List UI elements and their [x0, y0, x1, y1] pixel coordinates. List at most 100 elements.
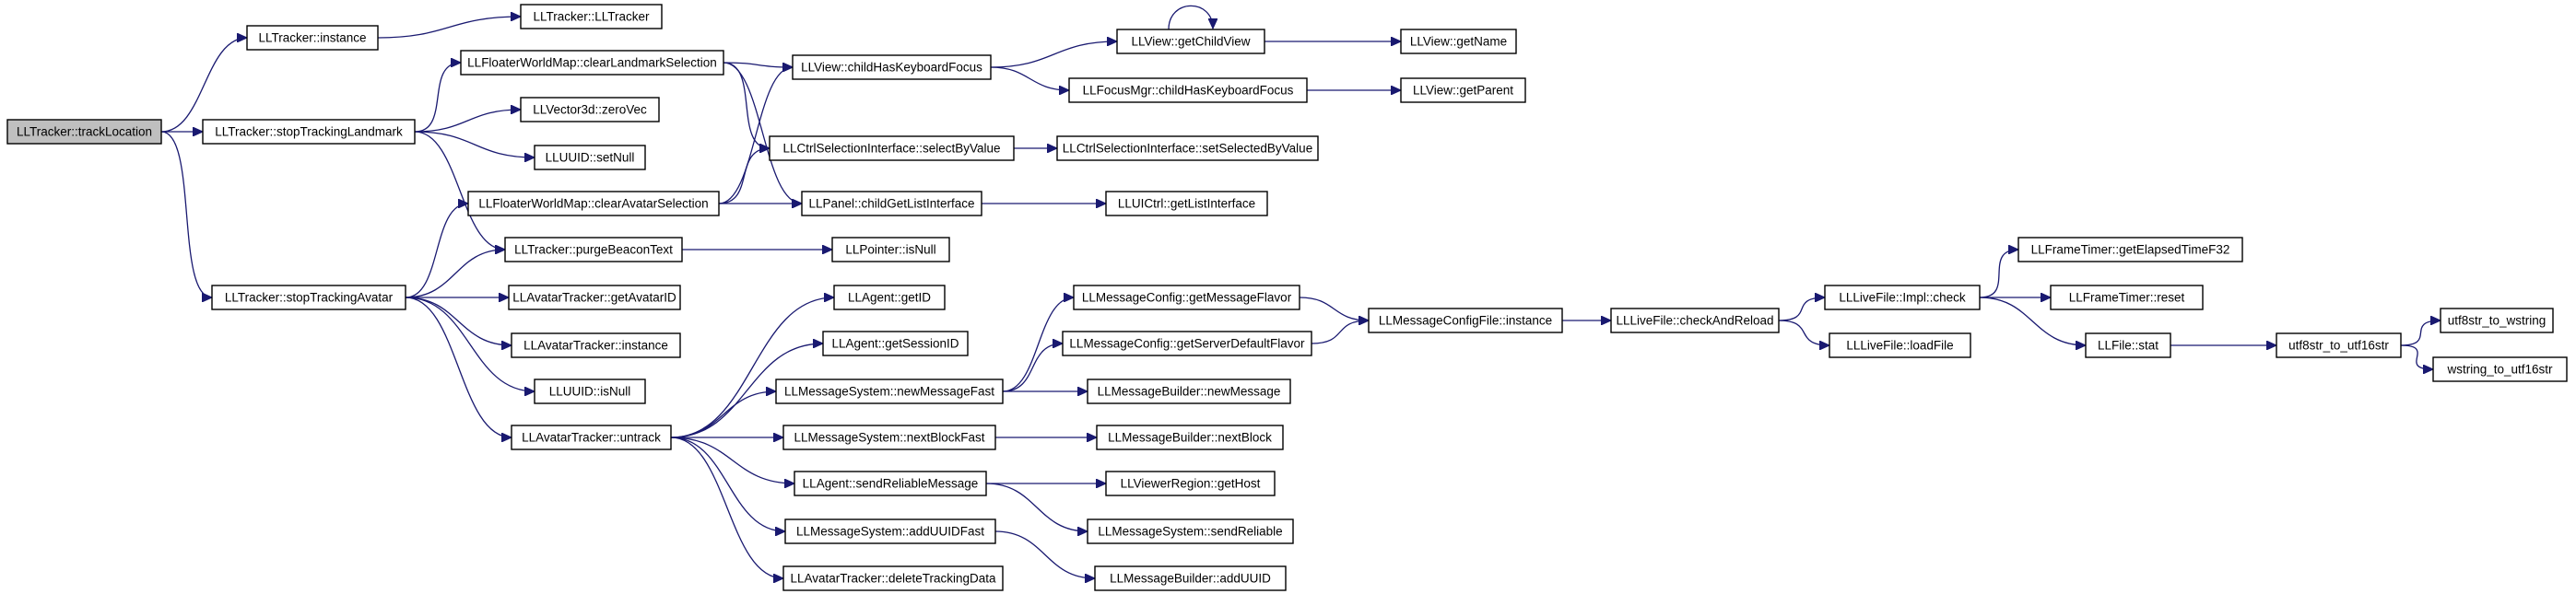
- node-box: [1116, 29, 1265, 54]
- node-box: [211, 285, 406, 310]
- node-label: LLPointer::isNull: [845, 243, 935, 257]
- node-box: [833, 285, 946, 310]
- edge-instance-to-ctor: [377, 17, 521, 39]
- node-label: LLUUID::setNull: [546, 151, 635, 165]
- node-addUUIDFast[interactable]: LLMessageSystem::addUUIDFast: [784, 518, 996, 544]
- node-box: [782, 565, 1004, 591]
- node-elapsedF32[interactable]: LLFrameTimer::getElapsedTimeF32: [2017, 237, 2243, 262]
- node-trackLocation[interactable]: LLTracker::trackLocation: [6, 119, 162, 145]
- node-label: LLMessageSystem::newMessageFast: [784, 385, 994, 399]
- node-label: LLView::childHasKeyboardFocus: [801, 61, 982, 75]
- edge-untrack-to-newMsgFast: [670, 391, 776, 438]
- node-label: LLTracker::instance: [258, 31, 366, 45]
- node-label: LLMessageConfig::getServerDefaultFlavor: [1069, 337, 1305, 351]
- edge-stopLandmark-to-zeroVec: [414, 110, 521, 133]
- node-clearLandmarkSel[interactable]: LLFloaterWorldMap::clearLandmarkSelectio…: [460, 50, 724, 76]
- node-newMessage[interactable]: LLMessageBuilder::newMessage: [1087, 379, 1291, 404]
- node-fileStat[interactable]: LLFile::stat: [2085, 332, 2171, 358]
- node-ptrIsNull[interactable]: LLPointer::isNull: [831, 237, 950, 262]
- node-label: LLMessageBuilder::nextBlock: [1108, 431, 1272, 445]
- node-label: LLFile::stat: [2098, 339, 2158, 353]
- node-childGetList[interactable]: LLPanel::childGetListInterface: [801, 191, 982, 216]
- node-box: [1400, 77, 1526, 103]
- node-focusMgrChild[interactable]: LLFocusMgr::childHasKeyboardFocus: [1068, 77, 1308, 103]
- node-label: LLLiveFile::loadFile: [1846, 339, 1953, 353]
- node-zeroVec[interactable]: LLVector3d::zeroVec: [520, 97, 660, 122]
- edge-getMsgFlavor-to-cfgInstance: [1299, 297, 1369, 320]
- node-nextBlock[interactable]: LLMessageBuilder::nextBlock: [1096, 425, 1284, 450]
- node-label: LLMessageSystem::sendReliable: [1098, 525, 1282, 539]
- node-label: utf8str_to_wstring: [2448, 314, 2547, 328]
- node-stopLandmark[interactable]: LLTracker::stopTrackingLandmark: [202, 119, 416, 145]
- node-wTo16[interactable]: wstring_to_utf16str: [2432, 356, 2568, 382]
- node-loadFile[interactable]: LLLiveFile::loadFile: [1829, 332, 1971, 358]
- node-label: LLFloaterWorldMap::clearLandmarkSelectio…: [467, 56, 717, 70]
- edge-clearLandmarkSel-to-selectByValue: [723, 62, 770, 148]
- node-sendReliableMsg[interactable]: LLAgent::sendReliableMessage: [794, 471, 987, 496]
- node-checkAndReload[interactable]: LLLiveFile::checkAndReload: [1610, 308, 1780, 333]
- node-u8to16[interactable]: utf8str_to_utf16str: [2276, 332, 2402, 358]
- node-box: [504, 237, 683, 262]
- node-label: LLFrameTimer::reset: [2069, 291, 2185, 305]
- node-box: [782, 425, 996, 450]
- node-box: [1829, 332, 1971, 358]
- edge-newMsgFast-to-getMsgFlavor: [1002, 297, 1074, 392]
- node-sendReliable[interactable]: LLMessageSystem::sendReliable: [1087, 518, 1294, 544]
- node-ctor[interactable]: LLTracker::LLTracker: [520, 4, 663, 29]
- node-label: LLTracker::purgeBeaconText: [514, 243, 673, 257]
- edge-trackLocation-to-stopAvatar: [160, 131, 212, 297]
- node-cfgInstance[interactable]: LLMessageConfigFile::instance: [1368, 308, 1563, 333]
- node-box: [520, 97, 660, 122]
- node-box: [246, 25, 379, 51]
- node-untrack[interactable]: LLAvatarTracker::untrack: [511, 425, 672, 450]
- node-label: LLMessageBuilder::addUUID: [1110, 572, 1271, 586]
- node-label: LLMessageBuilder::newMessage: [1098, 385, 1281, 399]
- node-getListIface[interactable]: LLUICtrl::getListInterface: [1105, 191, 1268, 216]
- node-getParent[interactable]: LLView::getParent: [1400, 77, 1526, 103]
- node-label: LLLiveFile::checkAndReload: [1616, 314, 1773, 328]
- node-avInstance[interactable]: LLAvatarTracker::instance: [511, 332, 681, 358]
- node-label: LLFloaterWorldMap::clearAvatarSelection: [478, 197, 708, 211]
- node-getName[interactable]: LLView::getName: [1400, 29, 1517, 54]
- edge-untrack-to-getID: [670, 297, 834, 438]
- node-label: wstring_to_utf16str: [2446, 363, 2553, 377]
- node-label: LLUICtrl::getListInterface: [1118, 197, 1255, 211]
- node-instance[interactable]: LLTracker::instance: [246, 25, 379, 51]
- node-u8toW[interactable]: utf8str_to_wstring: [2440, 308, 2554, 333]
- node-deleteTracking[interactable]: LLAvatarTracker::deleteTrackingData: [782, 565, 1004, 591]
- node-getID[interactable]: LLAgent::getID: [833, 285, 946, 310]
- node-box: [2017, 237, 2243, 262]
- node-box: [1105, 471, 1276, 496]
- node-purgeBeacon[interactable]: LLTracker::purgeBeaconText: [504, 237, 683, 262]
- node-clearAvatarSel[interactable]: LLFloaterWorldMap::clearAvatarSelection: [467, 191, 720, 216]
- node-box: [1368, 308, 1563, 333]
- node-setSelByValue[interactable]: LLCtrlSelectionInterface::setSelectedByV…: [1056, 135, 1319, 161]
- node-getSessionID[interactable]: LLAgent::getSessionID: [822, 331, 969, 356]
- node-getHost[interactable]: LLViewerRegion::getHost: [1105, 471, 1276, 496]
- node-box: [2050, 285, 2204, 310]
- node-getChildView[interactable]: LLView::getChildView: [1116, 29, 1265, 54]
- node-label: LLAgent::getSessionID: [831, 337, 959, 351]
- node-box: [202, 119, 416, 145]
- edge-stopAvatar-to-untrack: [405, 297, 512, 437]
- node-stopAvatar[interactable]: LLTracker::stopTrackingAvatar: [211, 285, 406, 310]
- node-childHasKF[interactable]: LLView::childHasKeyboardFocus: [792, 54, 992, 80]
- node-nextBlockFast[interactable]: LLMessageSystem::nextBlockFast: [782, 425, 996, 450]
- node-timerReset[interactable]: LLFrameTimer::reset: [2050, 285, 2204, 310]
- edge-implCheck-to-fileStat: [1979, 297, 2086, 345]
- node-getServerFlavor[interactable]: LLMessageConfig::getServerDefaultFlavor: [1062, 331, 1312, 356]
- node-implCheck[interactable]: LLLiveFile::Impl::check: [1824, 285, 1981, 310]
- node-label: LLFocusMgr::childHasKeyboardFocus: [1083, 84, 1294, 98]
- node-getAvatarID[interactable]: LLAvatarTracker::getAvatarID: [508, 285, 681, 310]
- node-selectByValue[interactable]: LLCtrlSelectionInterface::selectByValue: [769, 135, 1015, 161]
- node-box: [1056, 135, 1319, 161]
- node-newMsgFast[interactable]: LLMessageSystem::newMessageFast: [775, 379, 1004, 404]
- node-addUUID[interactable]: LLMessageBuilder::addUUID: [1094, 565, 1287, 591]
- node-setNull[interactable]: LLUUID::setNull: [534, 145, 646, 170]
- node-label: LLCtrlSelectionInterface::selectByValue: [782, 142, 1000, 156]
- node-label: LLFrameTimer::getElapsedTimeF32: [2031, 243, 2230, 257]
- node-box: [2440, 308, 2554, 333]
- node-getMsgFlavor[interactable]: LLMessageConfig::getMessageFlavor: [1073, 285, 1300, 310]
- node-box: [822, 331, 969, 356]
- node-isNull[interactable]: LLUUID::isNull: [534, 379, 646, 404]
